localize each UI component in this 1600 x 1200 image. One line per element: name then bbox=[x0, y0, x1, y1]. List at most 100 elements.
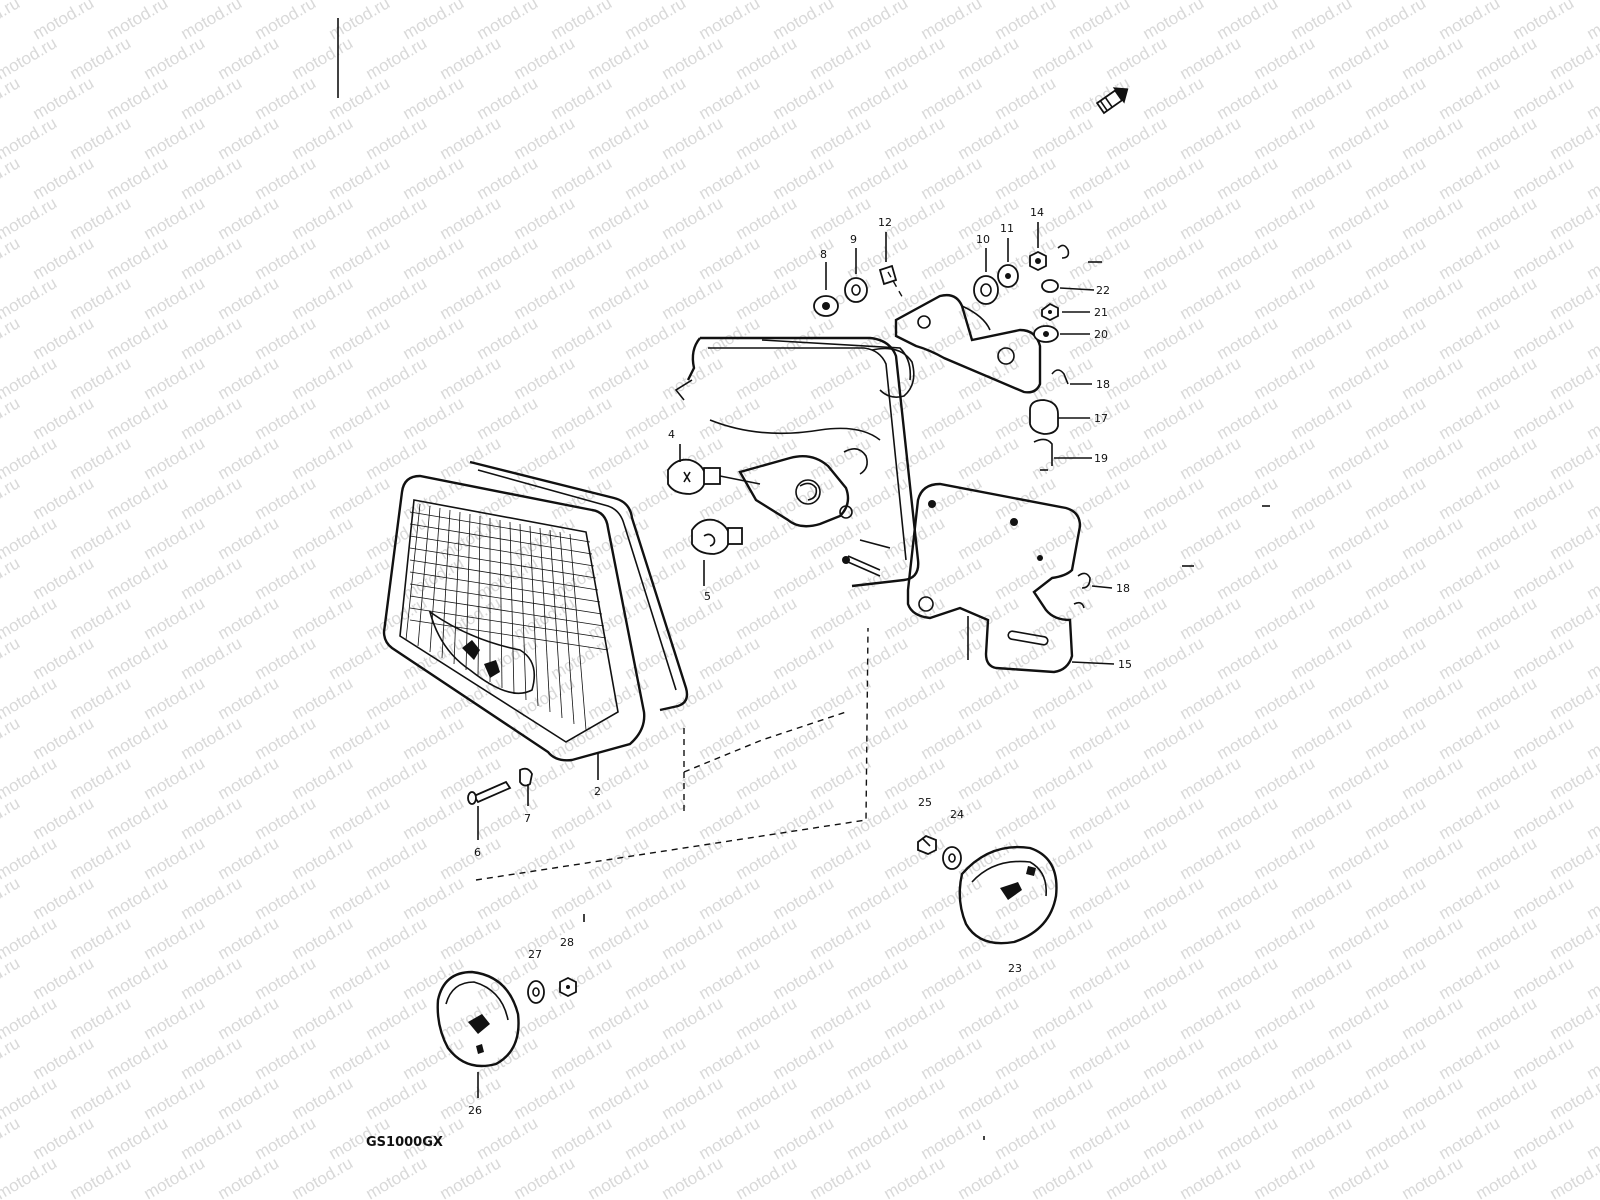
watermark-text: motod.ru bbox=[30, 953, 98, 1003]
watermark-text: motod.ru bbox=[1547, 433, 1600, 483]
watermark-text: motod.ru bbox=[0, 793, 23, 843]
watermark-text: motod.ru bbox=[0, 233, 23, 283]
watermark-text: motod.ru bbox=[252, 953, 320, 1003]
watermark-text: motod.ru bbox=[1325, 673, 1393, 723]
watermark-text: motod.ru bbox=[770, 873, 838, 923]
watermark-text: motod.ru bbox=[1362, 633, 1430, 683]
watermark-text: motod.ru bbox=[1177, 673, 1245, 723]
watermark-text: motod.ru bbox=[1436, 953, 1504, 1003]
watermark-text: motod.ru bbox=[178, 393, 246, 443]
watermark-text: motod.ru bbox=[67, 833, 135, 883]
watermark-text: motod.ru bbox=[252, 793, 320, 843]
watermark-text: motod.ru bbox=[1473, 353, 1541, 403]
watermark-text: motod.ru bbox=[511, 353, 579, 403]
watermark-text: motod.ru bbox=[585, 353, 653, 403]
watermark-text: motod.ru bbox=[289, 673, 357, 723]
watermark-text: motod.ru bbox=[770, 153, 838, 203]
watermark-text: motod.ru bbox=[178, 633, 246, 683]
watermark-text: motod.ru bbox=[1140, 393, 1208, 443]
watermark-text: motod.ru bbox=[1510, 313, 1578, 363]
screw-13 bbox=[1057, 244, 1070, 259]
watermark-text: motod.ru bbox=[289, 1073, 357, 1123]
watermark-text: motod.ru bbox=[1288, 713, 1356, 763]
watermark-text: motod.ru bbox=[1547, 113, 1600, 163]
callout-14: 14 bbox=[1030, 206, 1044, 219]
watermark-text: motod.ru bbox=[1029, 353, 1097, 403]
watermark-text: motod.ru bbox=[178, 713, 246, 763]
callout-22: 22 bbox=[1096, 284, 1110, 297]
watermark-text: motod.ru bbox=[1251, 513, 1319, 563]
watermark-text: motod.ru bbox=[1103, 33, 1171, 83]
grommet-9 bbox=[844, 277, 868, 303]
watermark-text: motod.ru bbox=[1399, 593, 1467, 643]
screw-18-top bbox=[1051, 369, 1092, 385]
watermark-text: motod.ru bbox=[1473, 1073, 1541, 1123]
watermark-text: motod.ru bbox=[1029, 33, 1097, 83]
watermark-text: motod.ru bbox=[1325, 33, 1393, 83]
watermark-text: motod.ru bbox=[1399, 513, 1467, 563]
watermark-text: motod.ru bbox=[67, 673, 135, 723]
watermark-text: motod.ru bbox=[141, 993, 209, 1043]
watermark-text: motod.ru bbox=[1140, 153, 1208, 203]
watermark-text: motod.ru bbox=[807, 753, 875, 803]
watermark-text: motod.ru bbox=[622, 1033, 690, 1083]
callout-18-bottom: 18 bbox=[1116, 582, 1130, 595]
watermark-text: motod.ru bbox=[1288, 873, 1356, 923]
reflector-26 bbox=[436, 970, 520, 1098]
watermark-text: motod.ru bbox=[770, 793, 838, 843]
watermark-text: motod.ru bbox=[1288, 793, 1356, 843]
watermark-text: motod.ru bbox=[437, 513, 505, 563]
watermark-text: motod.ru bbox=[289, 1153, 357, 1200]
watermark-text: motod.ru bbox=[326, 713, 394, 763]
watermark-text: motod.ru bbox=[289, 33, 357, 83]
leader-15 bbox=[1071, 661, 1115, 665]
watermark-text: motod.ru bbox=[215, 1153, 283, 1200]
callout-18-top: 18 bbox=[1096, 378, 1110, 391]
watermark-text: motod.ru bbox=[696, 1033, 764, 1083]
watermark-text: motod.ru bbox=[178, 0, 246, 43]
watermark-text: motod.ru bbox=[1362, 393, 1430, 443]
watermark-text: motod.ru bbox=[1214, 1113, 1282, 1163]
watermark-text: motod.ru bbox=[1362, 1033, 1430, 1083]
watermark-text: motod.ru bbox=[104, 393, 172, 443]
watermark-text: motod.ru bbox=[918, 393, 986, 443]
watermark-text: motod.ru bbox=[881, 593, 949, 643]
watermark-text: motod.ru bbox=[1584, 713, 1600, 763]
watermark-text: motod.ru bbox=[1362, 953, 1430, 1003]
watermark-text: motod.ru bbox=[585, 993, 653, 1043]
watermark-text: motod.ru bbox=[252, 633, 320, 683]
watermark-text: motod.ru bbox=[400, 233, 468, 283]
lens-rib bbox=[539, 527, 551, 713]
watermark-text: motod.ru bbox=[1325, 273, 1393, 323]
watermark-text: motod.ru bbox=[844, 73, 912, 123]
watermark-text: motod.ru bbox=[548, 0, 616, 43]
watermark-text: motod.ru bbox=[807, 593, 875, 643]
watermark-text: motod.ru bbox=[326, 553, 394, 603]
watermark-text: motod.ru bbox=[807, 1153, 875, 1200]
watermark-text: motod.ru bbox=[326, 393, 394, 443]
lens-rib bbox=[409, 559, 599, 591]
watermark-text: motod.ru bbox=[955, 433, 1023, 483]
watermark-text: motod.ru bbox=[918, 73, 986, 123]
watermark-text: motod.ru bbox=[215, 833, 283, 883]
watermark-text: motod.ru bbox=[474, 1113, 542, 1163]
lens-rib bbox=[409, 583, 603, 615]
watermark-text: motod.ru bbox=[511, 273, 579, 323]
watermark-text: motod.ru bbox=[1288, 953, 1356, 1003]
watermark-text: motod.ru bbox=[1473, 673, 1541, 723]
watermark-text: motod.ru bbox=[1140, 633, 1208, 683]
watermark-text: motod.ru bbox=[141, 193, 209, 243]
watermark-text: motod.ru bbox=[1251, 593, 1319, 643]
watermark-text: motod.ru bbox=[326, 873, 394, 923]
lens-rib bbox=[519, 523, 527, 701]
lens-rib bbox=[409, 511, 591, 543]
nut-7 bbox=[519, 767, 533, 806]
watermark-text: motod.ru bbox=[955, 833, 1023, 883]
watermark-text: motod.ru bbox=[770, 953, 838, 1003]
watermark-text: motod.ru bbox=[1288, 0, 1356, 43]
watermark-text: motod.ru bbox=[844, 713, 912, 763]
watermark-text: motod.ru bbox=[1140, 473, 1208, 523]
watermark-text: motod.ru bbox=[252, 1113, 320, 1163]
watermark-text: motod.ru bbox=[1584, 393, 1600, 443]
watermark-text: motod.ru bbox=[918, 153, 986, 203]
